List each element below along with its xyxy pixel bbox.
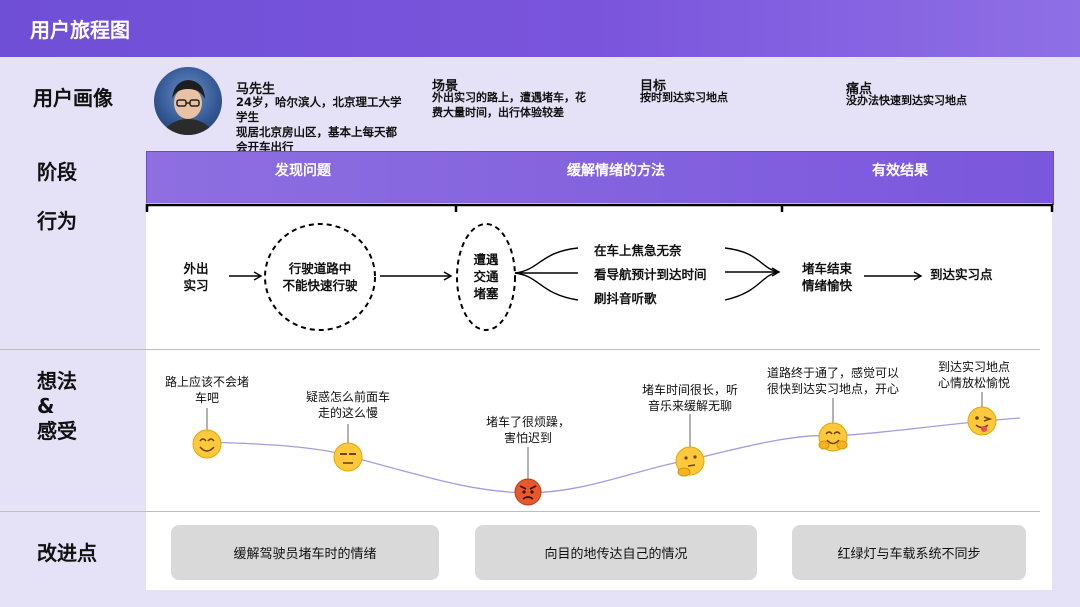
header-bar: 用户旅程图 [0,0,1080,57]
scene-text: 外出实习的路上，遭遇堵车，花 费大量时间，出行体验较差 [432,91,586,119]
scene-title: 场景 [432,79,459,94]
smiling-emoji [192,429,222,459]
goal-text: 按时到达实习地点 [640,91,728,104]
row-label-stage: 阶段 [37,160,77,184]
callout-lines [206,392,983,480]
behavior-jam: 遭遇交通堵塞 [473,252,499,301]
thought-3: 堵车了很烦躁，害怕迟到 [485,415,570,445]
pain-text: 没办法快速到达实习地点 [846,94,967,107]
stage-discover: 发现问题 [275,163,331,179]
emotion-faces [192,406,997,506]
stage-brackets [145,203,1054,212]
flow-arrows [229,267,923,281]
behavior-arrive: 到达实习点 [930,267,993,282]
persona-name: 马先生 [236,82,276,97]
persona-description: 24岁，哈尔滨人，北京理工大学 学生 现居北京房山区，基本上每天都 会开车出行 [236,95,402,154]
behavior-driving: 行驶道路中不能快速行驶 [282,261,358,293]
improvement-2: 向目的地传达自己的情况 [475,525,757,580]
row-label-thoughts: 想法 & 感受 [37,369,77,443]
behavior-go-out: 外出实习 [183,261,209,293]
thought-1: 路上应该不会堵车吧 [164,375,249,405]
thought-6: 到达实习地点心情放松愉悦 [937,360,1010,390]
unamused-emoji [333,442,363,472]
avatar [154,67,222,135]
bracket-right [724,247,779,301]
row-label-behavior: 行为 [37,209,77,233]
node-jam-outline [456,223,516,331]
page-title: 用户旅程图 [30,18,130,42]
row-label-improve: 改进点 [37,541,97,565]
bracket-left [514,247,579,301]
row-label-persona: 用户画像 [33,86,113,110]
improvement-3: 红绿灯与车载系统不同步 [792,525,1026,580]
angry-emoji [514,478,542,506]
stage-relieve: 缓解情绪的方法 [567,163,665,179]
hugging-emoji [818,422,848,452]
behavior-jam-end: 堵车结束情绪愉快 [801,261,852,293]
thinking-emoji [675,446,705,477]
pain-title: 痛点 [846,82,873,97]
row-dividers [0,349,1040,512]
thought-2: 疑惑怎么前面车走的这么慢 [305,390,390,420]
emotion-curve [206,417,1021,494]
improvement-1: 缓解驾驶员堵车时的情绪 [171,525,439,580]
stage-result: 有效结果 [872,163,928,179]
behavior-branch-anxious: 在车上焦急无奈 [594,243,682,258]
behavior-branch-music: 刷抖音听歌 [594,291,657,306]
thought-4: 堵车时间很长，听音乐来缓解无聊 [641,383,738,413]
thought-5: 道路终于通了，感觉可以很快到达实习地点，开心 [766,366,899,396]
winking-tongue-emoji [967,406,997,436]
behavior-branch-navigation: 看导航预计到达时间 [594,267,707,282]
goal-title: 目标 [640,79,667,94]
node-driving-outline [264,223,376,331]
